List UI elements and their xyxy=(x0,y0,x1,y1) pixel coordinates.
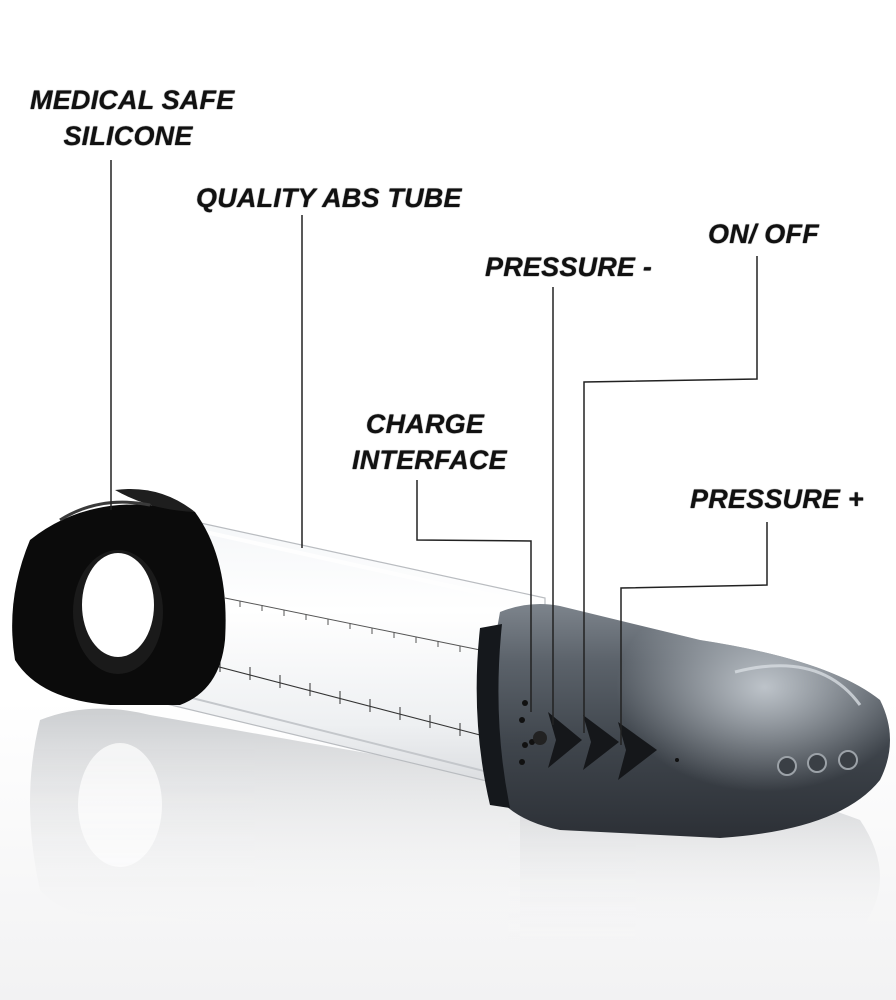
led-dot-icon xyxy=(675,758,679,762)
label-medical-safe-silicone: MEDICAL SAFE SILICONE xyxy=(30,82,235,154)
label-pressure-minus: PRESSURE - xyxy=(485,252,653,282)
play-arrow-icon xyxy=(548,712,582,768)
leader-lines xyxy=(110,160,768,745)
charge-interface-dots xyxy=(519,700,547,765)
label-pressure-plus: PRESSURE + xyxy=(690,484,864,514)
label-medical-safe-line2: SILICONE xyxy=(63,121,193,151)
label-on-off: ON/ OFF xyxy=(708,219,819,249)
leader-pressure-plus xyxy=(620,522,768,745)
pump-head xyxy=(476,604,890,838)
label-medical-safe-line1: MEDICAL SAFE xyxy=(30,85,235,115)
leader-charge xyxy=(416,480,532,712)
label-charge-line1: CHARGE xyxy=(365,409,485,439)
vent-hole-icon xyxy=(777,750,858,776)
label-charge-interface: CHARGE INTERFACE xyxy=(352,406,507,478)
floor-reflection xyxy=(30,708,880,950)
label-quality-abs-tube: QUALITY ABS TUBE xyxy=(196,183,462,213)
leader-on-off xyxy=(583,256,758,733)
silicone-sleeve xyxy=(12,488,226,705)
play-arrow-icon xyxy=(583,715,619,770)
label-charge-line2: INTERFACE xyxy=(352,445,507,475)
tube-scale-upper xyxy=(224,597,491,653)
play-arrow-icon xyxy=(618,722,657,780)
